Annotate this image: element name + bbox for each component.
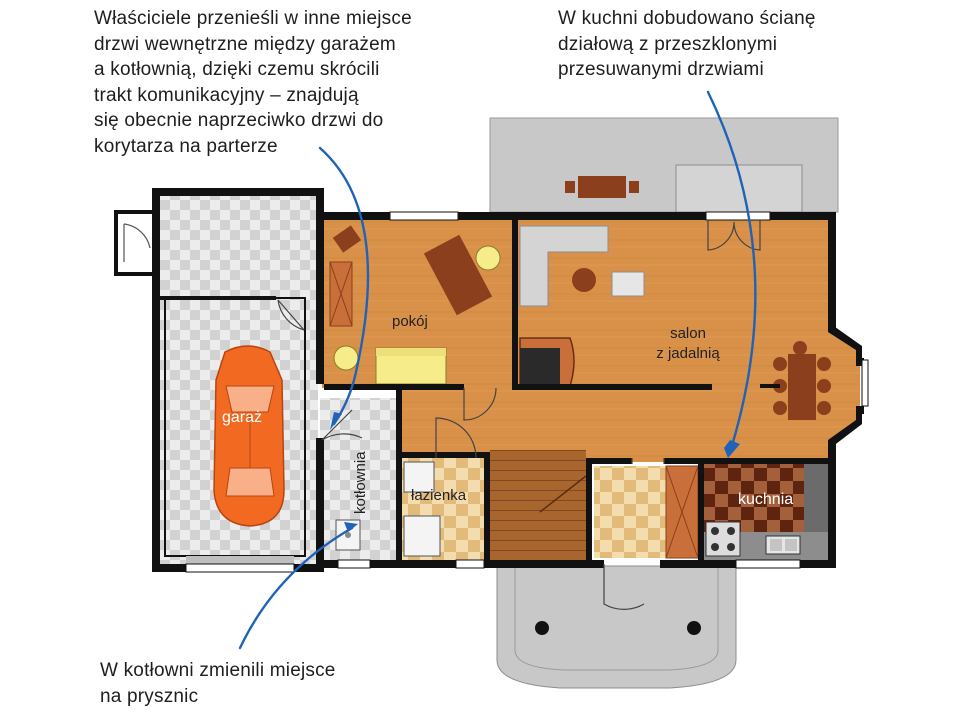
room-label-lazienka: łazienka — [411, 487, 467, 504]
stove-icon — [705, 521, 741, 557]
windows — [185, 211, 869, 573]
fireplace-icon — [519, 337, 575, 387]
corner-sofa — [519, 225, 609, 307]
callout-line: działową z przeszklonymi — [558, 33, 778, 55]
room-label-kuchnia: kuchnia — [738, 491, 793, 508]
callout-line: trakt komunikacyjny – znajdują — [94, 84, 359, 106]
arrow-shower — [238, 526, 354, 650]
callout-line: W kotłowni zmienili miejsce — [100, 660, 336, 681]
arrow-head — [724, 440, 740, 458]
kitchen-sink-icon — [765, 535, 801, 555]
sofa-icon — [375, 347, 447, 385]
walls — [152, 188, 864, 572]
annotation-arrows — [238, 90, 757, 650]
callout-line: Właściciele przenieśli w inne miejsce — [94, 8, 412, 29]
callout-garage-door: Właściciele przenieśli w inne miejsce dr… — [94, 6, 412, 159]
column — [687, 621, 701, 635]
room-label-pokoj: pokój — [392, 313, 428, 330]
callout-line: W kuchni dobudowano ścianę — [558, 8, 816, 29]
chair-icon — [333, 345, 359, 371]
callout-line: korytarza na parterze — [94, 135, 278, 157]
sink-icon — [403, 461, 435, 493]
callout-line: się obecnie naprzeciwko drzwi do — [94, 110, 384, 131]
porch — [496, 565, 737, 689]
car-icon — [213, 345, 285, 527]
callout-line: drzwi wewnętrzne między garażem — [94, 33, 396, 55]
coffee-table — [572, 268, 596, 292]
callout-shower: W kotłowni zmienili miejsce na prysznic — [100, 658, 336, 709]
entrance-annex — [114, 210, 158, 276]
bay-window-floor — [828, 328, 860, 444]
room-label-salon-line2: z jadalnią — [656, 345, 720, 362]
armchair — [611, 271, 645, 297]
chair-icon — [475, 245, 501, 271]
callout-line: na prysznic — [100, 685, 199, 707]
column — [535, 621, 549, 635]
doors — [277, 220, 761, 610]
dining-table-icon — [565, 176, 639, 198]
callout-line: przesuwanymi drzwiami — [558, 59, 764, 80]
arrow-garage-door — [318, 146, 370, 426]
arrow-head — [330, 412, 342, 430]
desk-icon — [423, 234, 493, 316]
room-label-kotlownia: kotłownia — [352, 451, 369, 514]
room-label-garaz: garaż — [222, 409, 262, 426]
stairs-icon — [490, 450, 586, 560]
dining-table-icon — [773, 341, 831, 420]
toilet-icon — [403, 515, 441, 557]
entry-hall-floor — [594, 466, 666, 558]
arrow-head — [344, 522, 358, 532]
callout-kitchen-wall: W kuchni dobudowano ścianę działową z pr… — [558, 6, 816, 83]
callout-line: a kotłownią, dzięki czemu skrócili — [94, 59, 380, 80]
arrow-heads — [330, 412, 740, 532]
room-label-salon: salon — [670, 325, 706, 342]
arrow-kitchen-wall — [706, 90, 757, 454]
bedside-table — [332, 225, 362, 253]
